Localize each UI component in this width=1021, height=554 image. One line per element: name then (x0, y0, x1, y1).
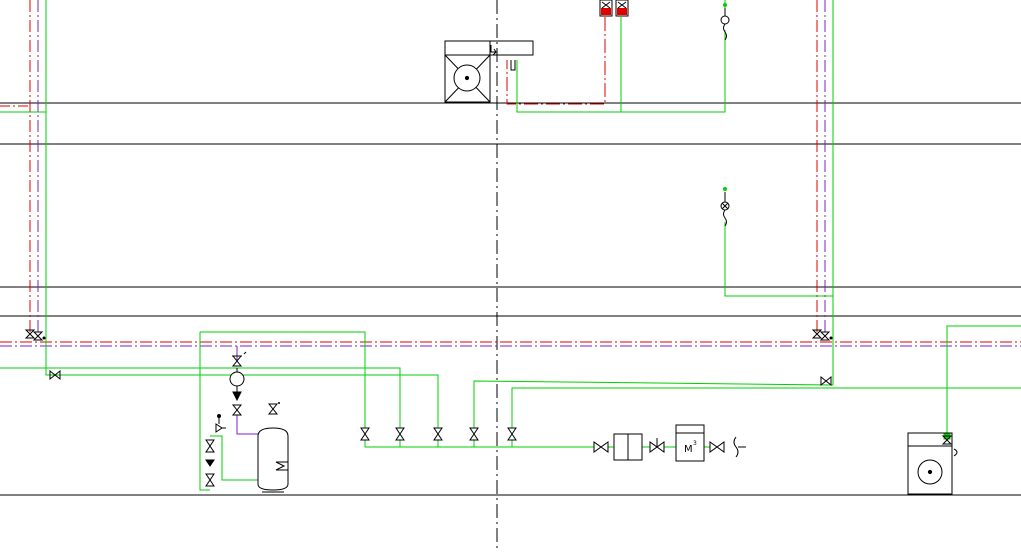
faucet-icon (720, 15, 730, 25)
valve-icon (205, 473, 215, 487)
pump-cap-tick (243, 351, 247, 355)
valve-icon (267, 403, 279, 415)
meter-superscript: 3 (693, 440, 697, 447)
valve-icon (433, 427, 443, 441)
meter-label: M (684, 444, 693, 455)
hot-water-storage-tank (257, 427, 289, 493)
hot-indicator (617, 8, 627, 15)
valve-icon (231, 404, 243, 416)
heat-unit (444, 40, 534, 103)
tap-marker (278, 402, 280, 404)
valve-icon (32, 331, 44, 341)
cold-water-network (0, 325, 1021, 491)
right-riser-group (724, 0, 834, 385)
cold-water-pipe (200, 331, 366, 428)
mixer-tap-group (599, 0, 629, 17)
faucet-indicator (723, 187, 727, 191)
valve-icon (507, 427, 517, 441)
safety-valve-icon (215, 423, 226, 433)
tank-body (257, 427, 289, 491)
circulation-pump (229, 351, 247, 392)
wall-faucet (720, 187, 730, 227)
left-riser-group (0, 0, 47, 332)
faucet-crosshatch (721, 202, 729, 210)
valve-icon (395, 427, 405, 441)
cold-water-line (516, 30, 726, 113)
valve-group (24, 329, 953, 487)
valve-icon (709, 441, 725, 453)
hot-water-line (506, 17, 606, 105)
faucet-wave (723, 209, 727, 227)
check-valve-icon (232, 391, 242, 402)
valve-icon (820, 375, 832, 387)
wall-faucet (720, 3, 730, 41)
valve-icon (593, 441, 609, 453)
main-distribution-lines (0, 341, 1021, 347)
safety-group (215, 414, 226, 433)
heat-unit-outlet (490, 45, 497, 56)
hot-indicator (601, 8, 611, 15)
cold-water-pipe (473, 380, 834, 428)
tap-marker (829, 336, 833, 340)
water-meter (675, 424, 705, 462)
boiler-piping (236, 346, 258, 435)
heat-unit-header (444, 40, 534, 56)
pump-icon (229, 371, 245, 387)
check-valve-icon (205, 459, 215, 467)
washer-outlet (953, 448, 958, 457)
valve-icon (24, 329, 36, 339)
valve-icon (941, 435, 953, 445)
heat-unit-trap (510, 60, 516, 71)
cold-water-pipe (0, 367, 401, 428)
cold-water-branch (724, 222, 833, 297)
meter-end-wave (733, 436, 739, 458)
meter-chain (613, 424, 746, 462)
floor-lines (0, 102, 1021, 496)
faucet-indicator (723, 3, 727, 7)
cold-water-pipe (210, 435, 272, 481)
top-center-piping (506, 0, 726, 113)
valve-icon (649, 441, 665, 453)
heat-unit-fan-hub (464, 75, 470, 81)
valve-icon (231, 355, 243, 367)
valve-icon (469, 427, 479, 441)
tap-marker (42, 336, 46, 340)
safety-valve-knob (217, 414, 221, 418)
valve-icon (205, 439, 215, 453)
tank-coil (275, 461, 288, 471)
cold-water-pipe (511, 387, 1021, 428)
valve-symbol (601, 1, 627, 9)
valve-icon (49, 369, 61, 381)
valve-icon (360, 427, 370, 441)
cold-water-pipe (199, 332, 210, 491)
washer-drum-hub (927, 469, 933, 475)
circulation-pipe (236, 415, 258, 435)
valve-icon (819, 331, 831, 341)
washing-machine (907, 432, 958, 495)
faucet-wave (723, 23, 727, 41)
tap-markers (42, 336, 833, 404)
washer-drum (917, 459, 943, 485)
valve-icon (811, 329, 823, 339)
cold-water-pipe (946, 325, 1021, 436)
